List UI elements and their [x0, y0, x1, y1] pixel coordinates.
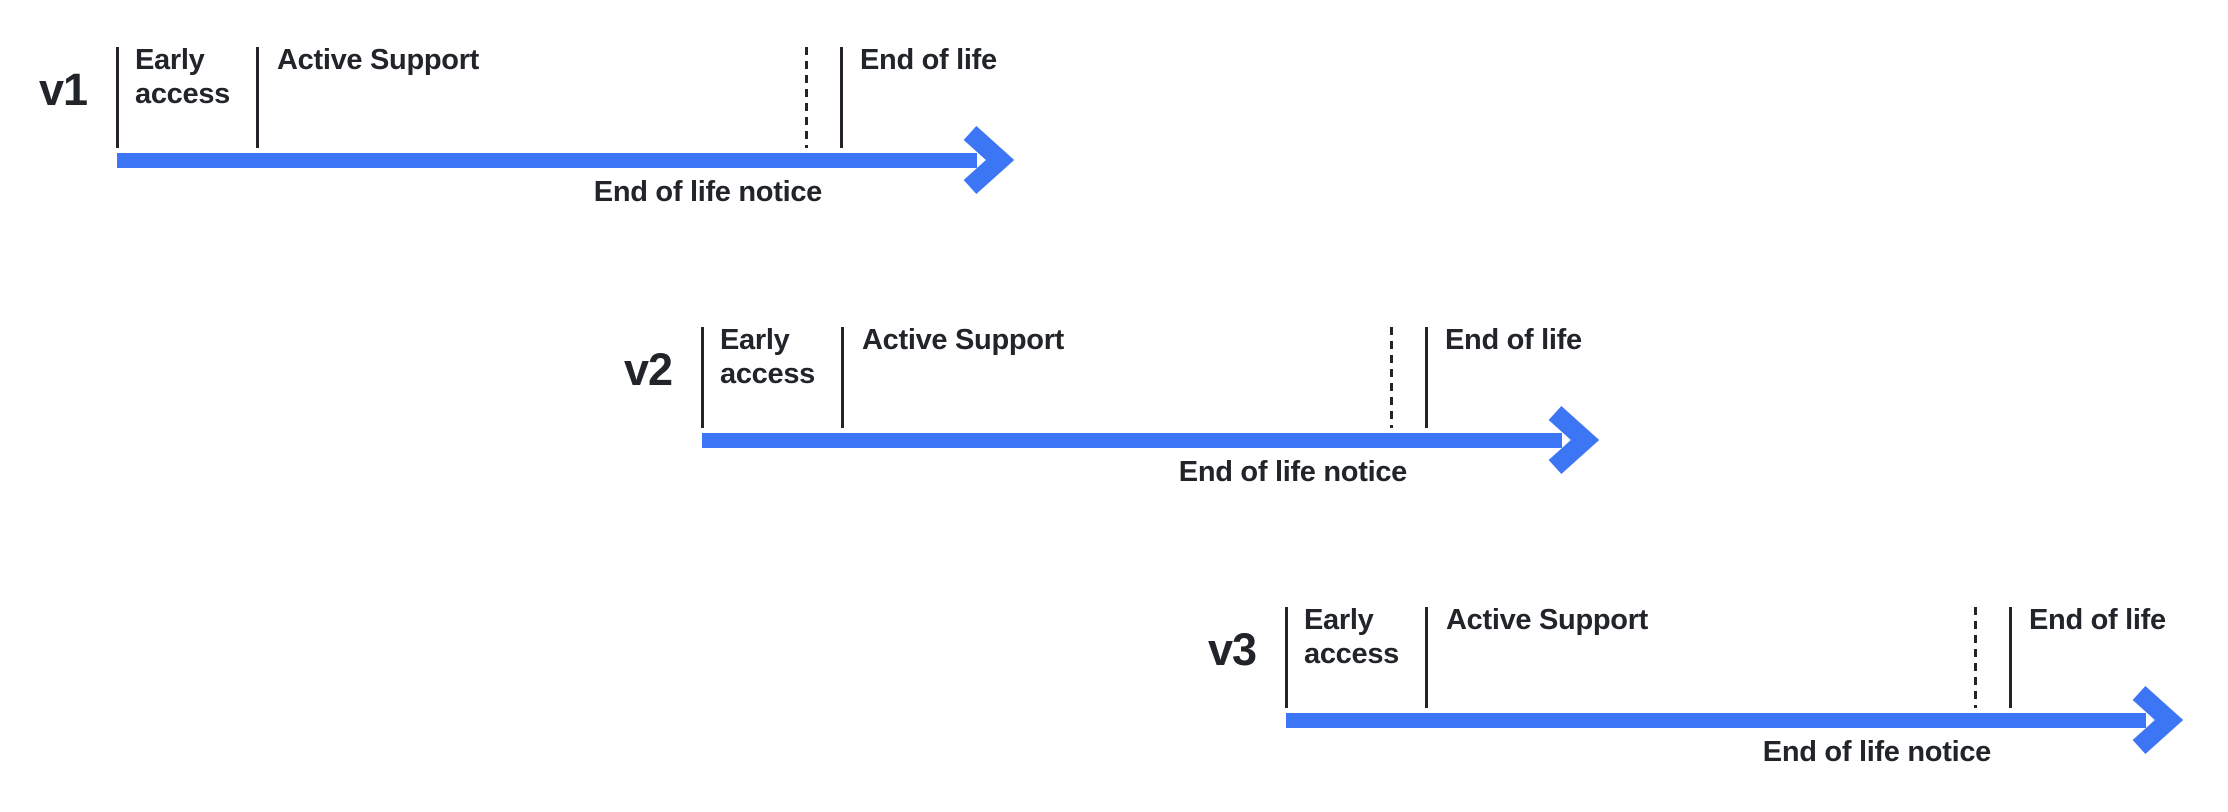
early-access-start-tick: [701, 327, 704, 428]
early-access-start-tick: [1285, 607, 1288, 708]
end-of-life-label: End of life: [2029, 604, 2166, 636]
active-support-label: Active Support: [1446, 604, 1649, 636]
timeline-arrow-bar: [117, 153, 977, 168]
eol-notice-dashed-line: [805, 47, 808, 148]
early-access-label: Early access: [135, 44, 230, 110]
chevron-right-icon: [1548, 405, 1600, 475]
end-of-life-notice-label: End of life notice: [593, 176, 823, 208]
active-support-label: Active Support: [862, 324, 1065, 356]
end-of-life-label: End of life: [860, 44, 997, 76]
timeline-arrow-bar: [1286, 713, 2146, 728]
active-support-start-tick: [256, 47, 259, 148]
active-support-label: Active Support: [277, 44, 480, 76]
early-access-label: Early access: [1304, 604, 1399, 670]
end-of-life-tick: [840, 47, 843, 148]
eol-notice-dashed-line: [1390, 327, 1393, 428]
version-label: v3: [1207, 624, 1257, 675]
early-access-label: Early access: [720, 324, 815, 390]
chevron-right-icon: [2132, 685, 2184, 755]
end-of-life-label: End of life: [1445, 324, 1582, 356]
version-label: v2: [623, 344, 673, 395]
active-support-start-tick: [1425, 607, 1428, 708]
version-label: v1: [38, 64, 88, 115]
eol-notice-dashed-line: [1974, 607, 1977, 708]
end-of-life-tick: [2009, 607, 2012, 708]
chevron-right-icon: [963, 125, 1015, 195]
end-of-life-notice-label: End of life notice: [1762, 736, 1992, 768]
timeline-v1: v1 Early access Active Support End of li…: [39, 44, 1015, 208]
end-of-life-tick: [1425, 327, 1428, 428]
timeline-v3: v3 Early access Active Support End of li…: [1208, 604, 2184, 768]
active-support-start-tick: [841, 327, 844, 428]
timeline-arrow-bar: [702, 433, 1562, 448]
end-of-life-notice-label: End of life notice: [1178, 456, 1408, 488]
early-access-start-tick: [116, 47, 119, 148]
timeline-v2: v2 Early access Active Support End of li…: [624, 324, 1600, 488]
